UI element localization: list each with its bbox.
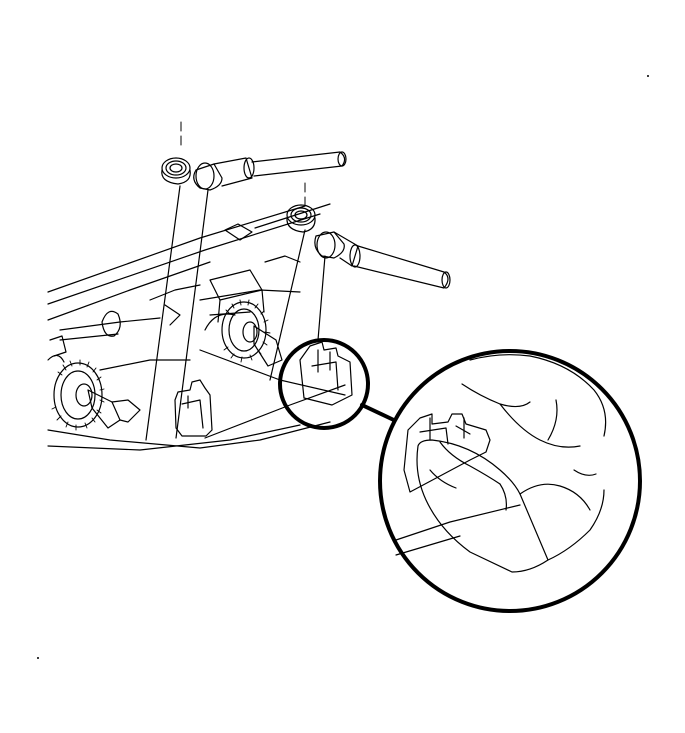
cable-left bbox=[145, 151, 347, 441]
installation-guide-lines bbox=[180, 121, 306, 206]
housing-retainer-right bbox=[299, 341, 353, 406]
detail-callout bbox=[378, 349, 642, 613]
detail-retainer-clip bbox=[403, 413, 491, 493]
gear-left bbox=[51, 359, 141, 431]
gear-right bbox=[221, 299, 283, 367]
detail-thumb-icon bbox=[416, 354, 607, 573]
callout-circle bbox=[278, 338, 400, 430]
housing-retainer-left bbox=[174, 379, 213, 437]
cable-right bbox=[269, 204, 451, 381]
control-housing bbox=[47, 203, 353, 451]
